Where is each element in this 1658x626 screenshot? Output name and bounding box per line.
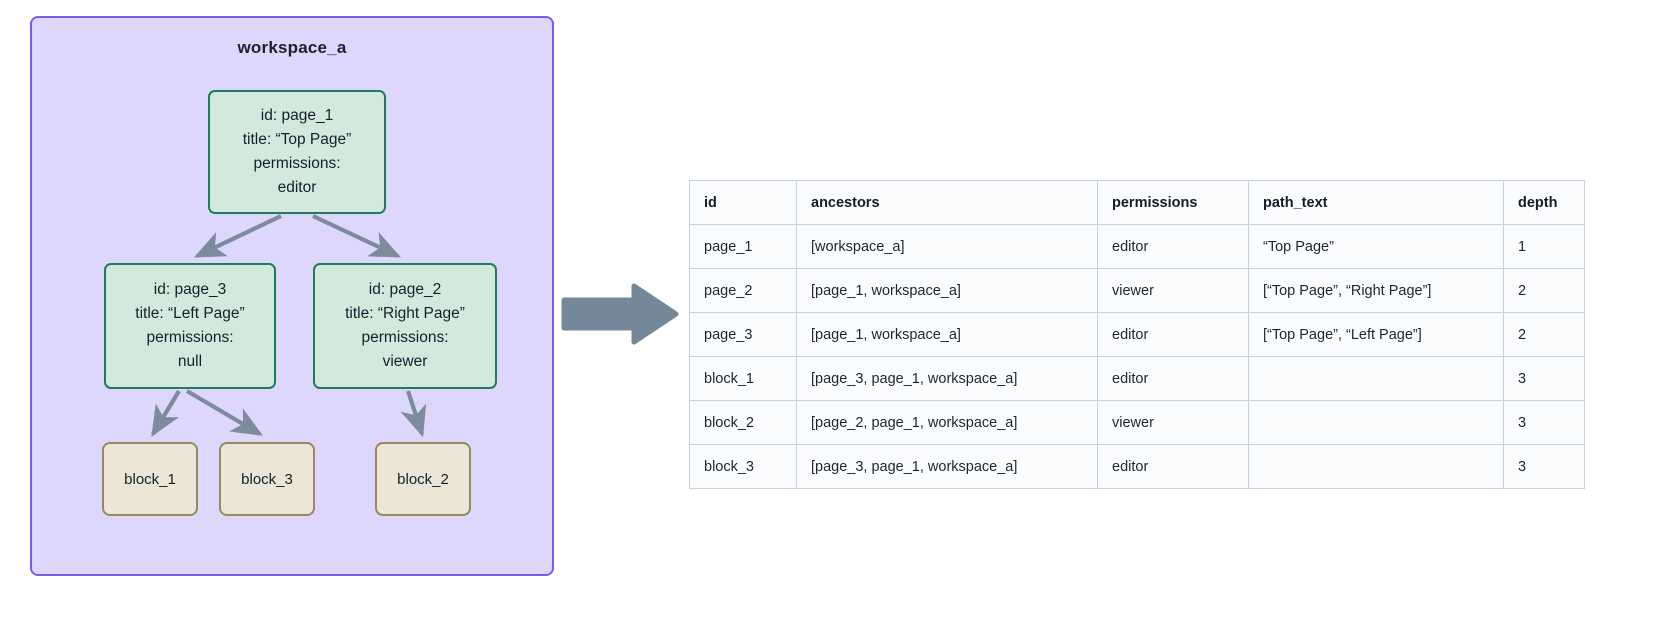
node-page-3-perm-value: null xyxy=(177,353,203,371)
node-page-3-id: id: page_3 xyxy=(153,280,227,298)
cell-depth: 2 xyxy=(1503,268,1585,313)
node-block-3[interactable]: block_3 xyxy=(219,442,315,516)
table-row[interactable]: block_3 [page_3, page_1, workspace_a] ed… xyxy=(689,444,1585,489)
node-page-3-perm-label: permissions: xyxy=(146,329,234,346)
node-page-2-title: title: “Right Page” xyxy=(345,304,465,322)
cell-path-text: [“Top Page”, “Left Page”] xyxy=(1248,312,1504,357)
node-page-3[interactable]: id: page_3 title: “Left Page” permission… xyxy=(104,263,276,389)
node-page-1[interactable]: id: page_1 title: “Top Page” permissions… xyxy=(208,90,386,214)
node-page-2-id: id: page_2 xyxy=(368,280,442,298)
cell-ancestors: [page_1, workspace_a] xyxy=(796,312,1098,357)
cell-ancestors: [page_1, workspace_a] xyxy=(796,268,1098,313)
cell-permissions: editor xyxy=(1097,312,1249,357)
cell-path-text: [“Top Page”, “Right Page”] xyxy=(1248,268,1504,313)
column-header-permissions[interactable]: permissions xyxy=(1097,180,1249,225)
column-header-id[interactable]: id xyxy=(689,180,797,225)
result-table: id ancestors permissions path_text depth… xyxy=(689,180,1585,489)
node-block-3-label: block_3 xyxy=(241,470,293,488)
node-page-1-perm-value: editor xyxy=(277,179,317,197)
node-block-2-label: block_2 xyxy=(397,470,449,488)
column-header-depth[interactable]: depth xyxy=(1503,180,1585,225)
table-row[interactable]: page_3 [page_1, workspace_a] editor [“To… xyxy=(689,312,1585,357)
node-page-2[interactable]: id: page_2 title: “Right Page” permissio… xyxy=(313,263,497,389)
cell-path-text xyxy=(1248,356,1504,401)
cell-permissions: viewer xyxy=(1097,268,1249,313)
table-row[interactable]: block_1 [page_3, page_1, workspace_a] ed… xyxy=(689,356,1585,401)
result-table-container: id ancestors permissions path_text depth… xyxy=(689,180,1585,489)
edge-page1-page3 xyxy=(193,214,282,258)
node-page-1-id: id: page_1 xyxy=(260,106,334,124)
cell-id: block_2 xyxy=(689,400,797,445)
edge-page3-block3 xyxy=(185,389,263,436)
table-row[interactable]: page_2 [page_1, workspace_a] viewer [“To… xyxy=(689,268,1585,313)
node-page-2-perm-value: viewer xyxy=(382,353,428,371)
tree-edge-layer xyxy=(151,214,427,438)
cell-ancestors: [page_2, page_1, workspace_a] xyxy=(796,400,1098,445)
right-arrow-icon xyxy=(561,283,679,345)
cell-depth: 2 xyxy=(1503,312,1585,357)
table-row[interactable]: page_1 [workspace_a] editor “Top Page” 1 xyxy=(689,224,1585,269)
node-page-1-title: title: “Top Page” xyxy=(242,130,352,148)
workspace-title: workspace_a xyxy=(237,38,347,57)
column-header-ancestors[interactable]: ancestors xyxy=(796,180,1098,225)
cell-id: page_3 xyxy=(689,312,797,357)
cell-id: page_1 xyxy=(689,224,797,269)
cell-path-text xyxy=(1248,444,1504,489)
cell-id: block_1 xyxy=(689,356,797,401)
edge-page1-page2 xyxy=(312,214,402,258)
node-block-2[interactable]: block_2 xyxy=(375,442,471,516)
node-page-3-title: title: “Left Page” xyxy=(135,304,245,322)
node-block-1-label: block_1 xyxy=(124,470,176,488)
cell-id: block_3 xyxy=(689,444,797,489)
node-block-1[interactable]: block_1 xyxy=(102,442,198,516)
cell-permissions: editor xyxy=(1097,356,1249,401)
node-page-2-perm-label: permissions: xyxy=(361,329,449,346)
cell-depth: 3 xyxy=(1503,356,1585,401)
cell-depth: 3 xyxy=(1503,400,1585,445)
edge-page2-block2 xyxy=(400,390,427,438)
cell-depth: 1 xyxy=(1503,224,1585,269)
column-header-path-text[interactable]: path_text xyxy=(1248,180,1504,225)
edge-page3-block1 xyxy=(151,389,181,437)
cell-id: page_2 xyxy=(689,268,797,313)
cell-depth: 3 xyxy=(1503,444,1585,489)
table-row[interactable]: block_2 [page_2, page_1, workspace_a] vi… xyxy=(689,400,1585,445)
cell-path-text xyxy=(1248,400,1504,445)
cell-permissions: editor xyxy=(1097,224,1249,269)
cell-permissions: viewer xyxy=(1097,400,1249,445)
cell-ancestors: [workspace_a] xyxy=(796,224,1098,269)
cell-permissions: editor xyxy=(1097,444,1249,489)
cell-ancestors: [page_3, page_1, workspace_a] xyxy=(796,356,1098,401)
workspace-container: workspace_a id: page_1 title: “Top Page”… xyxy=(30,16,554,576)
cell-ancestors: [page_3, page_1, workspace_a] xyxy=(796,444,1098,489)
cell-path-text: “Top Page” xyxy=(1248,224,1504,269)
node-page-1-perm-label: permissions: xyxy=(253,155,341,172)
table-header-row: id ancestors permissions path_text depth xyxy=(689,180,1585,225)
